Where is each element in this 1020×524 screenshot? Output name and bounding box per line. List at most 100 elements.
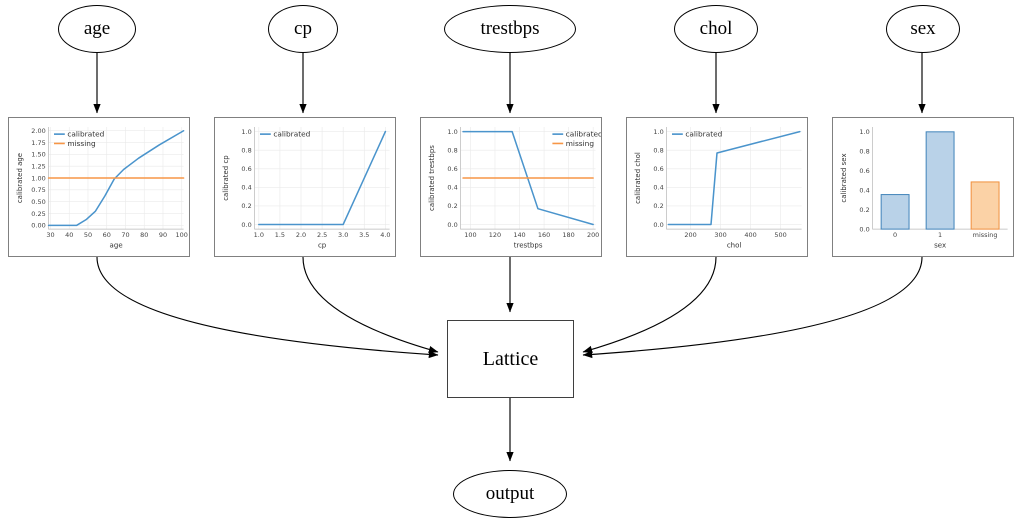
svg-text:trestbps: trestbps — [514, 242, 543, 250]
svg-text:sex: sex — [934, 242, 946, 250]
node-output[interactable]: output — [453, 470, 567, 518]
svg-text:2.5: 2.5 — [317, 231, 327, 239]
node-trestbps-label: trestbps — [480, 18, 540, 39]
svg-text:0.0: 0.0 — [241, 221, 251, 229]
plot-sex: 0.0 0.2 0.4 0.6 0.8 1.0 0 1 missing sex calibrated… — [833, 118, 1013, 256]
svg-text:calibrated sex: calibrated sex — [840, 153, 848, 202]
svg-text:0.2: 0.2 — [241, 202, 251, 210]
svg-text:cp: cp — [318, 242, 327, 250]
svg-text:100: 100 — [176, 231, 188, 239]
svg-text:0.6: 0.6 — [447, 165, 457, 173]
svg-text:200: 200 — [684, 231, 696, 239]
svg-text:0.8: 0.8 — [241, 147, 251, 155]
svg-text:calibrated: calibrated — [67, 130, 104, 139]
svg-text:1.0: 1.0 — [859, 128, 869, 136]
svg-text:0.00: 0.00 — [31, 222, 45, 230]
svg-text:calibrated chol: calibrated chol — [634, 152, 642, 204]
node-sex-label: sex — [910, 18, 936, 39]
svg-text:0.50: 0.50 — [31, 198, 45, 206]
svg-text:0.6: 0.6 — [241, 165, 251, 173]
plot-sex-svg: 0.0 0.2 0.4 0.6 0.8 1.0 0 1 missing sex calibrated… — [840, 126, 1008, 250]
svg-text:1.00: 1.00 — [31, 174, 45, 182]
node-chol[interactable]: chol — [674, 5, 758, 53]
svg-text:0.2: 0.2 — [447, 202, 457, 210]
svg-text:500: 500 — [774, 231, 786, 239]
node-trestbps[interactable]: trestbps — [444, 5, 576, 53]
svg-text:1.0: 1.0 — [254, 231, 264, 239]
svg-text:1.0: 1.0 — [447, 128, 457, 136]
svg-text:missing: missing — [67, 139, 95, 148]
svg-text:0.6: 0.6 — [859, 167, 869, 175]
svg-text:0.4: 0.4 — [859, 187, 869, 195]
svg-text:1.50: 1.50 — [31, 151, 45, 159]
svg-text:200: 200 — [587, 231, 599, 239]
svg-text:50: 50 — [84, 231, 92, 239]
svg-text:0.0: 0.0 — [653, 221, 663, 229]
svg-text:0.75: 0.75 — [31, 186, 45, 194]
svg-text:30: 30 — [46, 231, 54, 239]
svg-text:0.6: 0.6 — [653, 165, 663, 173]
node-cp[interactable]: cp — [268, 5, 338, 53]
plot-cp: 0.0 0.2 0.4 0.6 0.8 1.0 1.0 1.5 2.0 2.5 3.0 3.5 4.0 c… — [215, 118, 395, 256]
svg-text:2.00: 2.00 — [31, 127, 45, 135]
svg-text:missing: missing — [566, 139, 594, 148]
edge-chol-chart-to-lattice — [582, 256, 717, 354]
svg-text:1: 1 — [938, 231, 942, 239]
svg-text:0.0: 0.0 — [447, 221, 457, 229]
svg-text:1.5: 1.5 — [275, 231, 285, 239]
svg-text:0.8: 0.8 — [653, 147, 663, 155]
svg-text:calibrated: calibrated — [566, 130, 601, 139]
svg-text:0.8: 0.8 — [859, 148, 869, 156]
node-lattice-label: Lattice — [482, 347, 539, 370]
plot-cp-svg: 0.0 0.2 0.4 0.6 0.8 1.0 1.0 1.5 2.0 2.5 3.0 3.5 4.0 c… — [222, 126, 391, 250]
edge-sex-chart-to-lattice — [582, 256, 923, 359]
svg-text:chol: chol — [727, 242, 742, 250]
edge-age-chart-to-lattice — [96, 256, 439, 359]
svg-text:100: 100 — [464, 231, 476, 239]
svg-text:2.0: 2.0 — [296, 231, 306, 239]
svg-text:4.0: 4.0 — [380, 231, 390, 239]
svg-text:calibrated trestbps: calibrated trestbps — [428, 145, 436, 211]
node-sex[interactable]: sex — [886, 5, 960, 53]
chart-panel-cp: 0.0 0.2 0.4 0.6 0.8 1.0 1.0 1.5 2.0 2.5 3.0 3.5 4.0 c… — [214, 117, 396, 257]
svg-text:age: age — [110, 242, 123, 250]
svg-text:40: 40 — [65, 231, 73, 239]
svg-text:0.4: 0.4 — [447, 184, 457, 192]
svg-text:calibrated cp: calibrated cp — [222, 155, 230, 201]
edge-cp-chart-to-lattice — [302, 256, 439, 354]
node-chol-label: chol — [699, 18, 733, 39]
svg-text:1.0: 1.0 — [241, 128, 251, 136]
svg-text:80: 80 — [140, 231, 148, 239]
svg-text:0.0: 0.0 — [859, 225, 869, 233]
svg-text:0.4: 0.4 — [653, 184, 663, 192]
svg-text:0: 0 — [893, 231, 897, 239]
svg-text:0.4: 0.4 — [241, 184, 251, 192]
svg-text:70: 70 — [121, 231, 129, 239]
svg-text:0.8: 0.8 — [447, 147, 457, 155]
svg-text:60: 60 — [103, 231, 111, 239]
svg-text:calibrated: calibrated — [273, 130, 310, 139]
svg-text:300: 300 — [714, 231, 726, 239]
svg-text:1.75: 1.75 — [31, 139, 45, 147]
svg-text:missing: missing — [973, 231, 998, 239]
svg-text:3.0: 3.0 — [338, 231, 348, 239]
node-lattice[interactable]: Lattice — [447, 320, 574, 398]
svg-text:3.5: 3.5 — [359, 231, 369, 239]
svg-text:calibrated age: calibrated age — [16, 153, 24, 203]
svg-text:0.2: 0.2 — [859, 206, 869, 214]
node-age[interactable]: age — [58, 5, 136, 53]
node-cp-label: cp — [294, 18, 312, 39]
chart-panel-sex: 0.0 0.2 0.4 0.6 0.8 1.0 0 1 missing sex calibrated… — [832, 117, 1014, 257]
svg-text:90: 90 — [159, 231, 167, 239]
svg-text:400: 400 — [744, 231, 756, 239]
svg-text:140: 140 — [513, 231, 525, 239]
